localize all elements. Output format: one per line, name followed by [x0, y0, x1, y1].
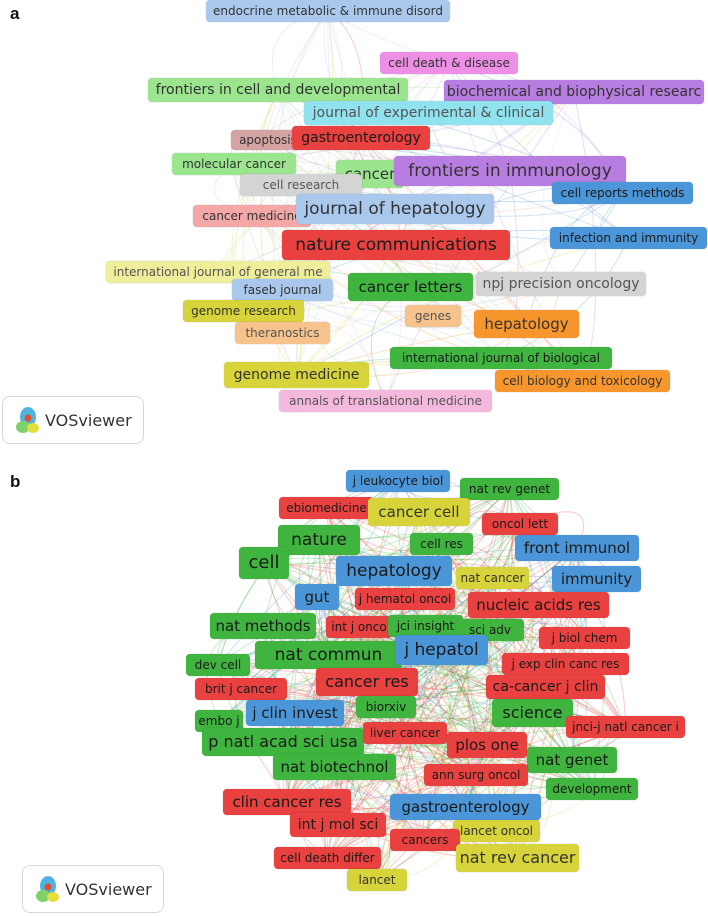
panel-a-node-annals-of-translational-medicine[interactable]: annals of translational medicine: [279, 390, 492, 412]
link-edge: [327, 547, 578, 859]
panel-b-node-cancer-res[interactable]: cancer res: [316, 668, 418, 696]
link-edge: [526, 192, 623, 325]
panel-b-node-nat-commun[interactable]: nat commun: [255, 641, 402, 669]
panel-b-node-cell[interactable]: cell: [239, 547, 289, 579]
panel-b-node-lancet[interactable]: lancet: [347, 869, 407, 891]
panel-a-node-frontiers-in-immunology[interactable]: frontiers in immunology: [394, 156, 626, 186]
panel-b-node-j-exp-clin-canc-res[interactable]: j exp clin canc res: [502, 653, 629, 675]
link-edge: [441, 649, 477, 808]
panel-a-node-molecular-cancer[interactable]: molecular cancer: [172, 153, 296, 175]
link-edge: [385, 244, 402, 402]
panel-a-node-frontiers-in-cell-and-developmental[interactable]: frontiers in cell and developmental: [148, 78, 408, 102]
panel-a-node-hepatology[interactable]: hepatology: [474, 310, 579, 338]
panel-a-node-faseb-journal[interactable]: faseb journal: [232, 279, 333, 301]
panel-b-node-plos-one[interactable]: plos one: [447, 732, 527, 758]
panel-a-node-cell-death-disease[interactable]: cell death & disease: [380, 52, 518, 74]
panel-b-node-j-leukocyte-biol[interactable]: j leukocyte biol: [346, 470, 450, 492]
panel-b-node-nature[interactable]: nature: [278, 525, 360, 555]
panel-b-node-cell-res[interactable]: cell res: [410, 533, 473, 555]
panel-a-node-endocrine-metabolic-immune-disord[interactable]: endocrine metabolic & immune disord: [206, 0, 450, 22]
panel-b-node-int-j-onco[interactable]: int j onco: [326, 616, 392, 638]
panel-a-node-genome-research[interactable]: genome research: [183, 300, 304, 322]
link-edge: [448, 62, 629, 239]
panel-b-node-embo-j[interactable]: embo j: [195, 710, 243, 732]
panel-b-node-j-hepatol[interactable]: j hepatol: [395, 635, 488, 665]
panel-b-node-brit-j-cancer[interactable]: brit j cancer: [195, 678, 287, 700]
panel-b-node-nat-genet[interactable]: nat genet: [527, 747, 617, 773]
vosviewer-logo-icon: [16, 407, 39, 433]
panel-b-vosviewer-logo: VOSviewer: [22, 865, 164, 913]
panel-a-node-apoptosis[interactable]: apoptosis: [231, 130, 305, 150]
panel-a-vosviewer-logo: VOSviewer: [2, 396, 144, 444]
panel-b-node-nat-biotechnol[interactable]: nat biotechnol: [273, 754, 396, 780]
link-edge: [294, 511, 420, 714]
link-edge: [296, 10, 334, 376]
panel-b-node-science[interactable]: science: [492, 699, 573, 727]
panel-b-node-nat-methods[interactable]: nat methods: [210, 613, 316, 639]
link-edge: [500, 237, 629, 359]
panel-a-node-cancer-medicine[interactable]: cancer medicine: [193, 205, 311, 227]
panel-a-node-biochemical-and-biophysical-researc[interactable]: biochemical and biophysical researc: [444, 80, 704, 104]
panel-b-node-cancers[interactable]: cancers: [390, 829, 460, 851]
panel-b-node-clin-cancer-res[interactable]: clin cancer res: [223, 789, 351, 815]
link-edge: [541, 91, 575, 285]
link-edge: [358, 488, 510, 628]
panel-a-letter: a: [10, 4, 20, 23]
link-edge: [327, 625, 427, 859]
panel-b-journal-network: b j leukocyte biol nat rev genet ebiomedic…: [0, 462, 708, 916]
panel-b-node-cancer-cell[interactable]: cancer cell: [368, 498, 470, 526]
panel-b-node-cell-death-differ[interactable]: cell death differ: [274, 847, 381, 869]
panel-b-node-ca-cancer-j-clin[interactable]: ca-cancer j clin: [486, 675, 605, 699]
panel-b-node-j-hematol-oncol[interactable]: j hematol oncol: [355, 588, 455, 610]
panel-b-node-gastroenterology[interactable]: gastroenterology: [390, 794, 541, 820]
panel-b-node-nat-rev-cancer[interactable]: nat rev cancer: [456, 844, 579, 872]
panel-a-journal-network: a endocrine metabolic & immune disord cel…: [0, 0, 708, 452]
panel-a-node-international-journal-of-biological[interactable]: international journal of biological: [390, 347, 612, 369]
panel-a-node-theranostics[interactable]: theranostics: [235, 322, 330, 344]
panel-b-node-liver-cancer[interactable]: liver cancer: [363, 722, 447, 744]
vosviewer-logo-icon: [36, 876, 59, 902]
panel-b-node-front-immunol[interactable]: front immunol: [515, 535, 639, 561]
panel-a-node-cell-reports-methods[interactable]: cell reports methods: [552, 182, 693, 204]
panel-b-node-nucleic-acids-res[interactable]: nucleic acids res: [468, 592, 609, 618]
link-edge: [324, 681, 368, 859]
panel-b-node-jnci-j-natl-cancer-i[interactable]: jnci-j natl cancer i: [566, 716, 685, 738]
panel-b-node-immunity[interactable]: immunity: [552, 566, 641, 592]
panel-b-node-j-biol-chem[interactable]: j biol chem: [539, 627, 630, 649]
vosviewer-logo-text: VOSviewer: [65, 879, 152, 899]
panel-a-node-cell-biology-and-toxicology[interactable]: cell biology and toxicology: [495, 370, 670, 392]
panel-b-node-biorxiv[interactable]: biorxiv: [356, 696, 416, 718]
panel-b-node-hepatology[interactable]: hepatology: [336, 556, 452, 586]
panel-b-node-lancet-oncol[interactable]: lancet oncol: [453, 820, 540, 842]
link-edge: [465, 629, 492, 808]
panel-a-node-journal-of-experimental-clinical[interactable]: journal of experimental & clinical: [304, 101, 553, 125]
panel-b-node-oncol-lett[interactable]: oncol lett: [482, 513, 558, 535]
panel-a-node-nature-communications[interactable]: nature communications: [282, 230, 510, 260]
panel-b-node-j-clin-invest[interactable]: j clin invest: [246, 700, 344, 726]
panel-a-node-cell-research[interactable]: cell research: [240, 174, 362, 196]
panel-b-node-p-natl-acad-sci-usa[interactable]: p natl acad sci usa: [202, 728, 364, 756]
panel-b-node-nat-rev-genet[interactable]: nat rev genet: [460, 478, 559, 500]
panel-a-node-genes[interactable]: genes: [405, 305, 461, 327]
panel-b-node-ann-surg-oncol[interactable]: ann surg oncol: [424, 764, 528, 786]
panel-b-node-gut[interactable]: gut: [295, 584, 339, 610]
panel-b-letter: b: [10, 472, 21, 491]
panel-a-node-infection-and-immunity[interactable]: infection and immunity: [550, 227, 707, 249]
panel-a-node-npj-precision-oncology[interactable]: npj precision oncology: [476, 272, 646, 296]
panel-b-node-jci-insight[interactable]: jci insight: [388, 615, 463, 637]
panel-a-node-cancer-letters[interactable]: cancer letters: [348, 273, 473, 301]
panel-b-node-int-j-mol-sci[interactable]: int j mol sci: [290, 813, 386, 837]
link-edge: [267, 10, 329, 141]
panel-b-node-nat-cancer[interactable]: nat cancer: [456, 567, 529, 589]
vosviewer-logo-text: VOSviewer: [45, 410, 132, 430]
panel-a-node-international-journal-of-general-me[interactable]: international journal of general me: [106, 261, 330, 283]
panel-a-node-journal-of-hepatology[interactable]: journal of hepatology: [296, 194, 494, 224]
panel-b-node-ebiomedicine[interactable]: ebiomedicine: [279, 497, 374, 519]
panel-a-node-gastroenterology[interactable]: gastroenterology: [292, 126, 430, 150]
panel-a-node-genome-medicine[interactable]: genome medicine: [224, 362, 369, 388]
panel-b-node-dev-cell[interactable]: dev cell: [186, 654, 250, 676]
panel-b-node-development[interactable]: development: [546, 778, 638, 800]
